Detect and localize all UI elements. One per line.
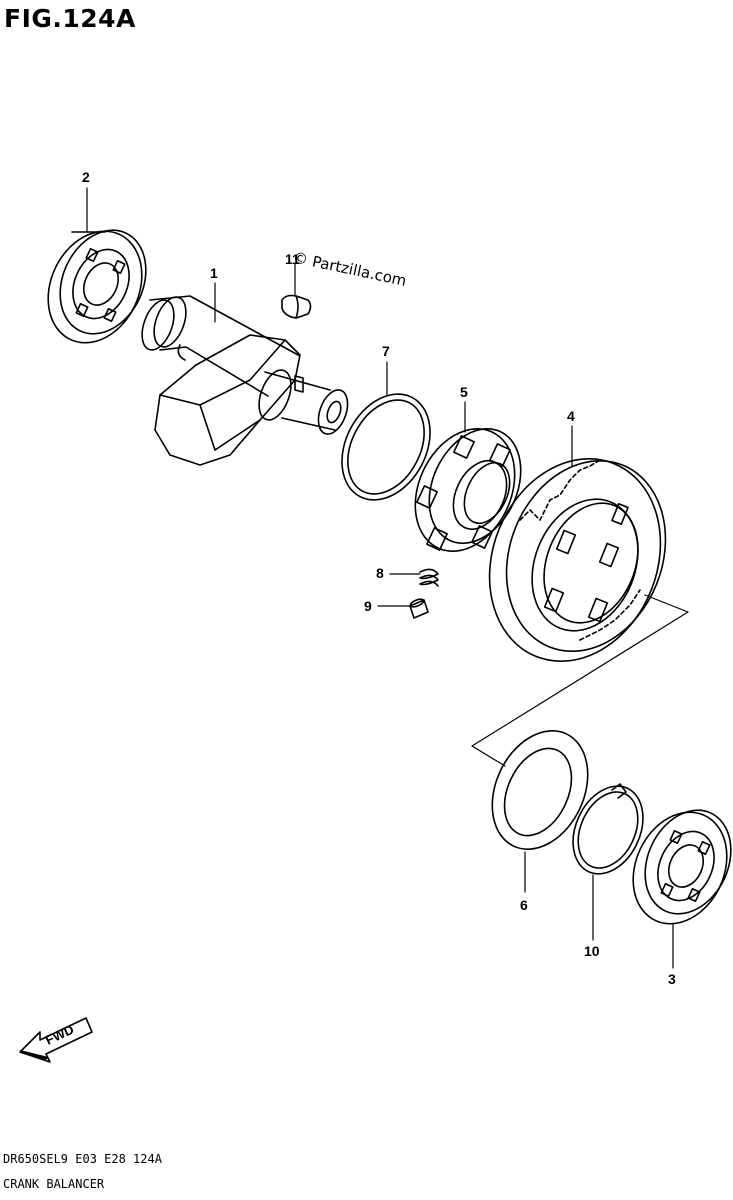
pin-part-9 xyxy=(409,598,429,619)
bearing-part-2 xyxy=(47,229,147,344)
fwd-arrow-icon: FWD xyxy=(19,1017,93,1063)
callout-6: 6 xyxy=(520,897,528,913)
ring-part-7 xyxy=(341,393,431,501)
gear-part-4 xyxy=(488,457,667,663)
circlip-part-10 xyxy=(572,783,644,875)
balancer-shaft-part-1 xyxy=(141,295,349,466)
callout-9: 9 xyxy=(364,598,372,614)
watermark-text: © Partzilla.com xyxy=(291,248,408,290)
key-part-11 xyxy=(281,294,312,319)
figure-title: FIG.124A xyxy=(4,4,136,33)
callout-1: 1 xyxy=(210,265,218,281)
assembly-bracket-lines xyxy=(471,594,689,767)
leader-lines xyxy=(86,187,674,969)
callout-10: 10 xyxy=(584,943,600,959)
callout-11: 11 xyxy=(285,251,300,267)
spring-part-8 xyxy=(419,568,439,587)
callout-8: 8 xyxy=(376,565,384,581)
footer-diagram-code: DR650SEL9 E03 E28 124A xyxy=(3,1152,162,1166)
footer-assembly-name: CRANK BALANCER xyxy=(3,1177,105,1191)
washer-part-6 xyxy=(491,730,589,850)
callout-7: 7 xyxy=(382,343,390,359)
callout-3: 3 xyxy=(668,971,676,987)
callout-2: 2 xyxy=(82,169,90,185)
callout-4: 4 xyxy=(567,408,575,424)
bearing-part-3 xyxy=(632,809,732,925)
damper-hub-part-5 xyxy=(414,427,522,552)
callout-5: 5 xyxy=(460,384,468,400)
